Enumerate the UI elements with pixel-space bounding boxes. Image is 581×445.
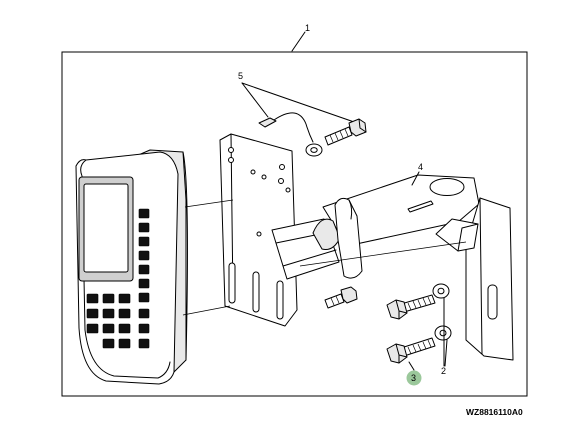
washer-lower xyxy=(434,325,452,341)
callout-3-highlight xyxy=(406,370,422,386)
assembly-frame xyxy=(61,51,528,397)
washer-upper xyxy=(432,283,450,299)
bolt-upper xyxy=(386,294,436,320)
callout-4: 4 xyxy=(418,162,423,172)
handheld-display-unit xyxy=(75,149,188,385)
top-bolt xyxy=(324,118,367,146)
lanyard-tether xyxy=(258,112,314,143)
bolt-lower xyxy=(386,337,436,364)
figure-id: WZ8816110A0 xyxy=(466,407,523,417)
middle-bolt xyxy=(324,286,358,309)
callout-1: 1 xyxy=(305,23,310,33)
keypad xyxy=(86,293,150,349)
callout-3: 3 xyxy=(411,373,416,383)
mounting-bracket xyxy=(322,174,514,361)
callout-5: 5 xyxy=(238,71,243,81)
side-keys xyxy=(138,208,150,303)
callout-2: 2 xyxy=(441,366,446,376)
top-washer xyxy=(305,143,323,157)
